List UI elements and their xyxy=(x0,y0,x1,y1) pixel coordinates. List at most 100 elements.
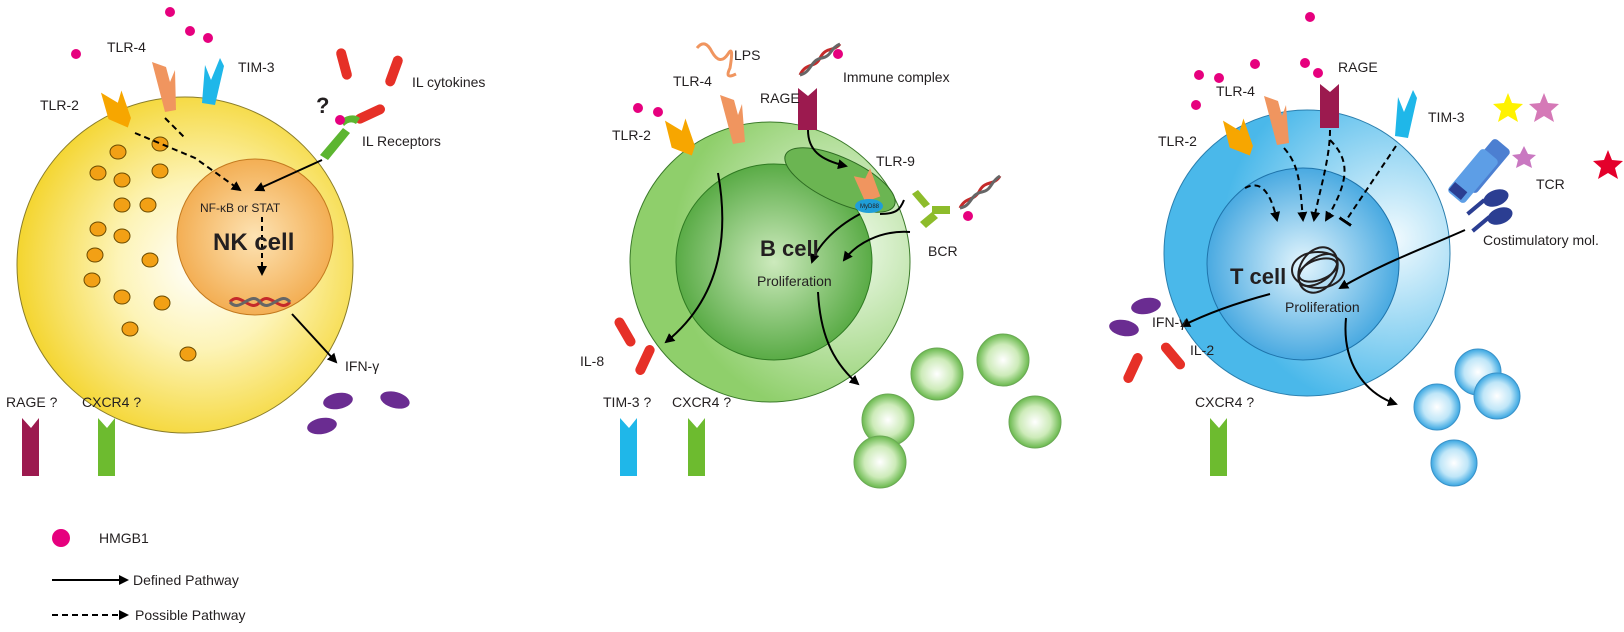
b-rage-label: RAGE xyxy=(760,90,800,106)
t-tlr4-receptor-icon xyxy=(1264,96,1289,145)
b-nucleus xyxy=(675,163,873,361)
costimulatory-molecule-icon xyxy=(1466,189,1513,233)
t-ifn-label: IFN-γ xyxy=(1152,314,1186,330)
nk-rage-question-label: RAGE ? xyxy=(6,394,58,410)
nk-nucleus xyxy=(176,158,334,316)
il2-label: IL-2 xyxy=(1190,342,1214,358)
b-cxcr4-question-label: CXCR4 ? xyxy=(672,394,731,410)
t-rage-receptor-icon xyxy=(1320,84,1339,128)
nk-cell-panel: TLR-4 TIM-3 TLR-2 IL cytokines ? IL Rece… xyxy=(6,7,485,476)
b-cxcr4-receptor-icon xyxy=(688,418,705,476)
t-defined-pathway-ifn xyxy=(1180,293,1271,327)
t-possible-pathway-rage2 xyxy=(1324,139,1346,222)
hmgb1-dots-b xyxy=(633,49,843,117)
t-rage-label: RAGE xyxy=(1338,59,1378,75)
hmgb1-on-il-receptor xyxy=(335,115,345,125)
nk-possible-pathway-tlr4 xyxy=(164,117,186,139)
tlr4-receptor-icon xyxy=(152,62,176,112)
b-tlr4-receptor-icon xyxy=(720,95,745,144)
nk-defined-pathway-ifn xyxy=(291,313,338,364)
legend-hmgb1-icon xyxy=(52,529,70,547)
b-defined-pathway-rage xyxy=(807,129,848,170)
hmgb1-on-bcr xyxy=(963,211,973,221)
tcr-label: TCR xyxy=(1536,176,1565,192)
il8-label: IL-8 xyxy=(580,353,604,369)
legend: HMGB1 Defined Pathway Possible Pathway xyxy=(52,529,246,623)
proliferating-b-cells xyxy=(853,333,1062,489)
b-cell-panel: LPS TLR-4 RAGE TLR-2 Immune complex MyD8… xyxy=(580,42,1062,489)
nfkb-stat-label: NF-κB or STAT xyxy=(200,201,281,215)
tlr9-label: TLR-9 xyxy=(876,153,915,169)
b-defined-pathway-bcr xyxy=(842,230,911,262)
b-defined-pathway-il8 xyxy=(664,172,724,344)
il-cytokine-icons xyxy=(336,48,403,124)
t-cell-label: T cell xyxy=(1230,264,1286,289)
t-nucleus xyxy=(1206,167,1400,361)
dna-icon-nk xyxy=(228,297,292,307)
antigen-star-yellow-icon xyxy=(1493,93,1523,122)
il8-icons xyxy=(614,317,655,375)
b-defined-pathway-proliferation xyxy=(817,291,860,386)
t-tlr4-label: TLR-4 xyxy=(1216,83,1255,99)
t-cell-panel: TLR-4 RAGE TLR-2 TIM-3 TCR Costimulatory… xyxy=(1109,12,1623,487)
il-question-mark: ? xyxy=(316,93,329,118)
t-possible-pathway-tlr4 xyxy=(1283,147,1308,222)
myd88-icon xyxy=(855,199,883,213)
b-tlr4-label: TLR-4 xyxy=(673,73,712,89)
immune-complex-dna-icon xyxy=(798,42,842,77)
nk-cell-label: NK cell xyxy=(213,229,294,256)
b-defined-pathway-tlr9-up xyxy=(879,199,905,215)
nk-possible-pathway-tlr2 xyxy=(134,132,242,192)
b-rage-receptor-icon xyxy=(798,88,817,130)
t-defined-pathway-proliferation xyxy=(1344,317,1398,407)
chromatin-icon xyxy=(1291,246,1345,294)
proliferating-t-cells xyxy=(1413,348,1521,487)
nk-tlr2-label: TLR-2 xyxy=(40,97,79,113)
t-proliferation-label: Proliferation xyxy=(1285,299,1360,315)
bcr-label: BCR xyxy=(928,243,958,259)
cxcr4-receptor-icon-nk xyxy=(98,418,115,476)
tlr9-receptor-icon xyxy=(853,168,881,202)
nk-ifn-label: IFN-γ xyxy=(345,358,379,374)
t-possible-pathway-tlr2 xyxy=(1244,184,1281,222)
hmgb1-dots-nk xyxy=(71,7,213,59)
myd88-label: MyD88 xyxy=(860,204,880,210)
tlr2-receptor-icon xyxy=(100,90,131,128)
rage-receptor-icon-nk xyxy=(22,418,39,476)
nk-cxcr4-question-label: CXCR4 ? xyxy=(82,394,141,410)
antigen-star-pink-icon xyxy=(1529,93,1559,122)
t-possible-inhibition-tim3 xyxy=(1338,145,1397,227)
nk-granules xyxy=(83,136,197,362)
t-tim3-label: TIM-3 xyxy=(1428,109,1465,125)
t-tim3-receptor-icon xyxy=(1395,90,1417,138)
il-receptors-label: IL Receptors xyxy=(362,133,441,149)
b-cell-label: B cell xyxy=(760,236,819,261)
ifn-gamma-icons-nk xyxy=(307,391,410,435)
b-tim3-question-label: TIM-3 ? xyxy=(603,394,651,410)
b-proliferation-label: Proliferation xyxy=(757,273,832,289)
b-tim3-receptor-icon xyxy=(620,418,637,476)
il-cytokines-label: IL cytokines xyxy=(412,74,485,90)
b-tlr2-label: TLR-2 xyxy=(612,127,651,143)
tim3-receptor-icon xyxy=(202,58,224,105)
t-tlr2-receptor-icon xyxy=(1222,118,1253,156)
lps-label: LPS xyxy=(734,47,760,63)
tcr-icon xyxy=(1448,139,1536,203)
hmgb1-dots-t xyxy=(1191,12,1323,110)
bcr-icon xyxy=(912,190,950,228)
t-cxcr4-question-label: CXCR4 ? xyxy=(1195,394,1254,410)
legend-defined-label: Defined Pathway xyxy=(133,572,239,588)
nk-tim3-label: TIM-3 xyxy=(238,59,275,75)
costim-label: Costimulatory mol. xyxy=(1483,232,1599,248)
t-tlr2-label: TLR-2 xyxy=(1158,133,1197,149)
immune-complex-label: Immune complex xyxy=(843,69,950,85)
legend-possible-label: Possible Pathway xyxy=(135,607,246,623)
t-defined-pathway-tcr xyxy=(1338,229,1466,290)
bcr-immune-complex-icon xyxy=(958,174,1002,210)
nk-defined-pathway-il xyxy=(254,159,323,192)
b-tlr2-receptor-icon xyxy=(664,118,695,156)
antigen-star-red-icon xyxy=(1593,150,1623,179)
t-ifn-gamma-icons xyxy=(1109,297,1161,337)
b-defined-pathway-myd88 xyxy=(809,213,861,264)
